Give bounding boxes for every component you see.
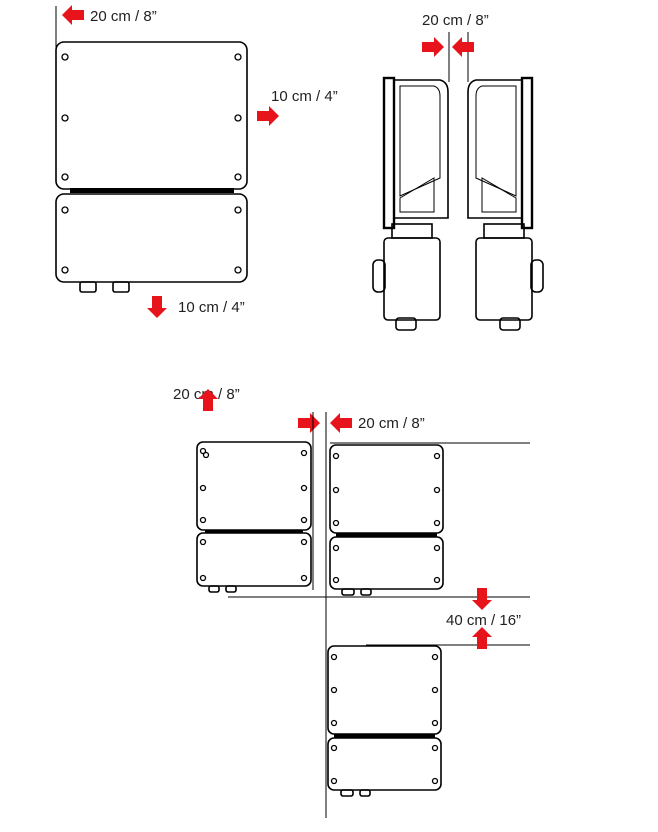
connection-strip xyxy=(334,734,435,738)
screw-icon xyxy=(61,266,69,274)
screw-icon xyxy=(433,544,441,552)
screw-icon xyxy=(330,744,338,752)
front-view-group: 20 cm / 8” 10 cm / 4” 10 cm / 4” xyxy=(55,5,338,318)
screw-icon xyxy=(431,777,439,785)
left-unit-bottom-gland xyxy=(395,317,417,331)
screw-icon xyxy=(332,544,340,552)
left-unit-side-gland xyxy=(372,259,386,293)
left-unit-body xyxy=(393,79,449,219)
screw-icon xyxy=(61,173,69,181)
screw-icon xyxy=(300,574,308,582)
right-arrow-icon xyxy=(257,106,279,126)
screw-icon xyxy=(199,447,207,455)
left-arrow-icon xyxy=(330,413,352,433)
screw-icon xyxy=(234,266,242,274)
right-unit-hinge xyxy=(483,223,525,239)
left-unit-profile xyxy=(399,85,441,197)
side-view-group: 20 cm / 8” xyxy=(372,12,544,331)
unit-a-lower-enclosure xyxy=(196,532,312,587)
inverter-upper-enclosure xyxy=(55,41,248,190)
screw-icon xyxy=(300,516,308,524)
screw-icon xyxy=(61,114,69,122)
screw-icon xyxy=(300,538,308,546)
cable-gland-icon xyxy=(79,281,97,293)
screw-icon xyxy=(199,538,207,546)
up-arrow-icon xyxy=(472,627,492,649)
screw-icon xyxy=(199,484,207,492)
cable-gland-icon xyxy=(225,585,237,593)
cable-gland-icon xyxy=(112,281,130,293)
screw-icon xyxy=(61,53,69,61)
screw-icon xyxy=(300,449,308,457)
cable-gland-icon xyxy=(359,789,371,797)
screw-icon xyxy=(202,451,210,459)
cable-gland-icon xyxy=(340,789,354,797)
right-unit-lower-body xyxy=(475,237,533,321)
screw-icon xyxy=(330,777,338,785)
unit-a-upper-enclosure xyxy=(196,441,312,531)
screw-icon xyxy=(234,114,242,122)
left-arrow-icon xyxy=(62,5,84,25)
screw-icon xyxy=(433,576,441,584)
front-right-clearance-label: 10 cm / 4” xyxy=(271,88,338,105)
cable-gland-icon xyxy=(341,588,355,596)
right-unit-body xyxy=(467,79,523,219)
left-unit-bracket xyxy=(382,76,396,230)
screw-icon xyxy=(300,484,308,492)
screw-icon xyxy=(332,519,340,527)
screw-icon xyxy=(332,452,340,460)
screw-icon xyxy=(431,686,439,694)
screw-icon xyxy=(199,516,207,524)
screw-icon xyxy=(330,719,338,727)
unit-c-lower-enclosure xyxy=(327,737,442,791)
stack-vertical-clearance-label: 40 cm / 16” xyxy=(446,612,521,629)
right-arrow-icon xyxy=(422,37,444,57)
left-unit-hinge xyxy=(391,223,433,239)
front-bottom-clearance-label: 10 cm / 4” xyxy=(178,299,245,316)
screw-icon xyxy=(433,519,441,527)
screw-icon xyxy=(431,653,439,661)
screw-icon xyxy=(234,173,242,181)
left-unit-lower-body xyxy=(383,237,441,321)
connection-strip xyxy=(205,530,303,533)
screw-icon xyxy=(199,574,207,582)
right-unit-bottom-gland xyxy=(499,317,521,331)
right-arrow-icon xyxy=(298,413,320,433)
right-unit-side-gland xyxy=(530,259,544,293)
connection-strip xyxy=(336,533,437,537)
screw-icon xyxy=(61,206,69,214)
down-arrow-icon xyxy=(472,588,492,610)
cable-gland-icon xyxy=(360,588,372,596)
screw-icon xyxy=(332,486,340,494)
left-unit-profile xyxy=(399,177,435,213)
screw-icon xyxy=(332,576,340,584)
multi-unit-view-group: 20 cm / 8” 20 cm / 8” xyxy=(173,386,530,818)
screw-icon xyxy=(431,719,439,727)
right-unit-profile xyxy=(475,85,517,197)
unit-c-upper-enclosure xyxy=(327,645,442,735)
screw-icon xyxy=(330,653,338,661)
down-arrow-icon xyxy=(147,296,167,318)
left-arrow-icon xyxy=(452,37,474,57)
inverter-lower-enclosure xyxy=(55,193,248,283)
right-unit-bracket xyxy=(520,76,534,230)
screw-icon xyxy=(431,744,439,752)
unit-b-lower-enclosure xyxy=(329,536,444,590)
connection-strip xyxy=(70,188,234,193)
cable-gland-icon xyxy=(208,585,220,593)
screw-icon xyxy=(234,206,242,214)
screw-icon xyxy=(234,53,242,61)
screw-icon xyxy=(433,452,441,460)
right-unit-profile xyxy=(481,177,517,213)
front-left-clearance-label: 20 cm / 8” xyxy=(90,8,157,25)
unit-b-upper-enclosure xyxy=(329,444,444,534)
screw-icon xyxy=(330,686,338,694)
stack-between-clearance-label: 20 cm / 8” xyxy=(358,415,425,432)
screw-icon xyxy=(433,486,441,494)
side-gap-clearance-label: 20 cm / 8” xyxy=(422,12,489,29)
